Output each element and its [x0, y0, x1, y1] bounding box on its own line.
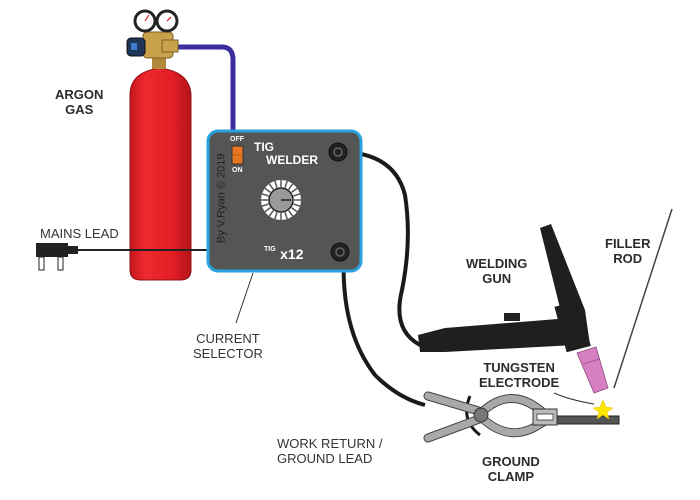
dial-tick	[291, 207, 298, 213]
argon-cylinder	[129, 67, 192, 281]
torch-cable	[345, 150, 422, 347]
torch-socket[interactable]	[328, 142, 348, 162]
welding-arc	[592, 399, 614, 420]
switch-on-label: ON	[232, 167, 243, 174]
dial-tick	[274, 212, 278, 220]
label-work-return: WORK RETURN /GROUND LEAD	[277, 436, 383, 466]
dial-tick	[288, 183, 294, 190]
mains-lead	[36, 243, 215, 271]
dial-tick	[264, 187, 271, 193]
gas-hose	[175, 44, 236, 132]
switch-off-label: OFF	[230, 136, 244, 143]
ground-clamp	[423, 391, 558, 443]
welding-gun	[418, 224, 609, 394]
dial-tick	[261, 193, 269, 197]
filler-rod	[613, 208, 673, 389]
welder-title: TIG WELDER	[254, 140, 318, 167]
current-selector-leader	[235, 272, 254, 324]
dial-tick	[268, 210, 274, 217]
ground-cable	[341, 251, 426, 407]
power-switch[interactable]	[231, 145, 244, 165]
credit-text: By V.Ryan © 2019	[215, 153, 228, 244]
dial-tick	[291, 187, 298, 193]
ground-socket[interactable]	[330, 242, 350, 262]
dial-tick	[284, 212, 288, 220]
dial-tick	[264, 207, 271, 213]
dial-tick	[293, 193, 301, 197]
dial-tick	[274, 180, 278, 188]
gas-regulator	[126, 9, 179, 69]
dial-tick	[293, 203, 301, 207]
workpiece	[554, 415, 620, 425]
dial-tick	[268, 183, 274, 190]
tungsten-electrode-leader	[553, 392, 595, 405]
dial-tick	[261, 203, 269, 207]
label-mains-lead: MAINS LEAD	[40, 226, 119, 241]
current-selector-dial[interactable]	[261, 180, 301, 220]
model-label: TIG x12	[264, 246, 304, 262]
dial-tick	[288, 210, 294, 217]
dial-tick	[284, 180, 288, 188]
